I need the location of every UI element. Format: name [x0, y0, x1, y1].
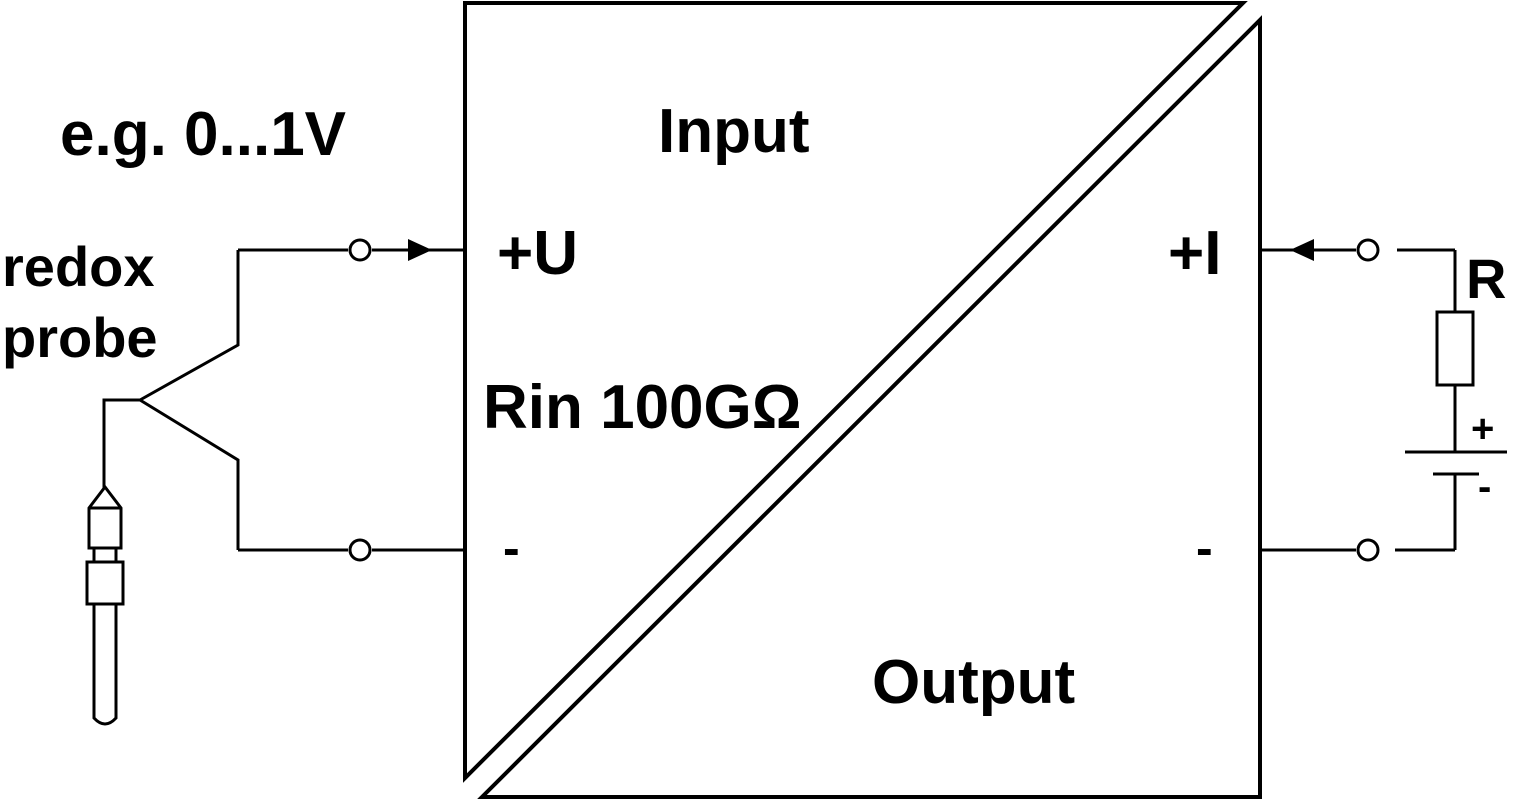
source-plus-label: +: [1471, 407, 1494, 451]
signal-example-label: e.g. 0...1V: [60, 100, 346, 169]
output-positive-terminal: [1356, 238, 1380, 262]
probe-cap: [87, 484, 123, 550]
resistor-label: R: [1466, 247, 1506, 310]
redox-probe: [85, 484, 125, 726]
converter-block: [463, 1, 1262, 799]
input-current-arrow: [408, 239, 432, 261]
probe-collar: [92, 546, 118, 564]
output-positive-label: +I: [1168, 219, 1221, 288]
probe-shaft: [92, 604, 118, 726]
input-negative-terminal: [348, 538, 372, 562]
input-section: [463, 1, 1248, 783]
output-section: [477, 15, 1262, 799]
input-resistance-label: Rin 100GΩ: [483, 373, 801, 442]
output-negative-terminal: [1356, 538, 1380, 562]
output-negative-label: -: [1196, 520, 1213, 576]
input-section-label: Input: [658, 97, 810, 166]
probe-cable: [102, 398, 140, 488]
output-section-label: Output: [872, 648, 1075, 717]
output-wiring: [1260, 238, 1507, 562]
input-wiring: [102, 238, 465, 562]
input-negative-label: -: [503, 520, 520, 576]
probe-lead-positive: [139, 250, 240, 402]
sensor-label-line2: probe: [2, 306, 158, 369]
sensor-label-line1: redox: [2, 235, 155, 298]
input-positive-label: +U: [497, 219, 578, 288]
output-current-arrow: [1290, 239, 1314, 261]
source-minus-label: -: [1478, 465, 1491, 509]
probe-lead-negative: [139, 398, 240, 550]
input-positive-terminal: [348, 238, 372, 262]
load-resistor: [1435, 310, 1475, 387]
probe-body: [85, 560, 125, 606]
